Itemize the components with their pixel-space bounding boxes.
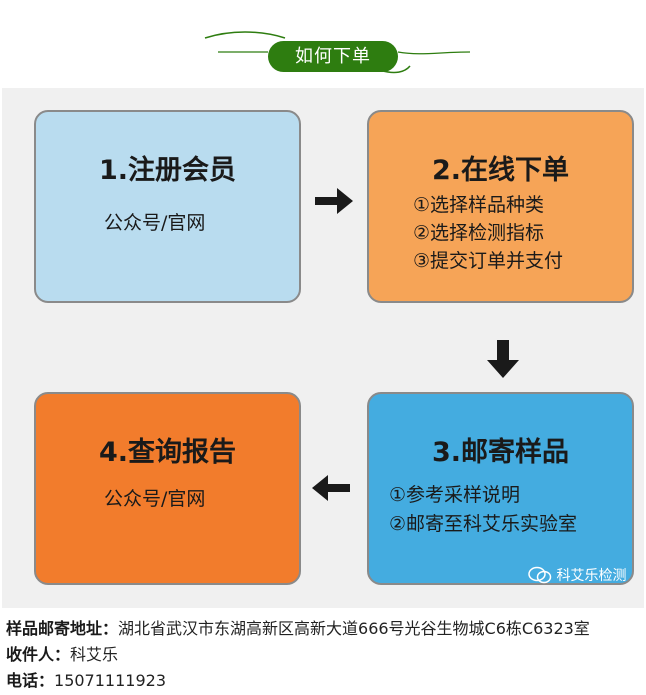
- page-title: 如何下单: [268, 41, 398, 72]
- phone-row: 电话：15071111923: [6, 668, 590, 694]
- watermark-text: 科艾乐检测: [556, 568, 627, 584]
- arrow-right-icon: [315, 188, 353, 214]
- address-row: 样品邮寄地址：湖北省武汉市东湖高新区高新大道666号光谷生物城C6栋C6323室: [6, 616, 590, 642]
- watermark: 科艾乐检测: [528, 565, 626, 587]
- step-3-box: 3.邮寄样品 ①参考采样说明 ②邮寄至科艾乐实验室: [367, 392, 634, 585]
- recipient-label: 收件人：: [6, 645, 71, 664]
- step-2-line-2: ②选择检测指标: [413, 222, 545, 244]
- arrow-left-icon: [312, 475, 350, 501]
- address-value: 湖北省武汉市东湖高新区高新大道666号光谷生物城C6栋C6323室: [118, 619, 590, 638]
- step-3-line-2: ②邮寄至科艾乐实验室: [389, 513, 578, 535]
- address-label: 样品邮寄地址：: [6, 619, 119, 638]
- phone-label: 电话：: [6, 671, 55, 690]
- recipient-value: 科艾乐: [70, 645, 119, 664]
- step-2-line-3: ③提交订单并支付: [413, 250, 564, 272]
- recipient-row: 收件人：科艾乐: [6, 642, 590, 668]
- step-2-title: 2.在线下单: [431, 155, 570, 186]
- step-2-line-1: ①选择样品种类: [413, 194, 545, 216]
- step-3-line-1: ①参考采样说明: [389, 484, 521, 506]
- step-3-title: 3.邮寄样品: [431, 437, 570, 468]
- step-1-line-1: 公众号/官网: [104, 212, 206, 234]
- footer: 样品邮寄地址：湖北省武汉市东湖高新区高新大道666号光谷生物城C6栋C6323室…: [6, 616, 590, 694]
- step-4-line-1: 公众号/官网: [104, 488, 206, 510]
- step-1-box: 1.注册会员 公众号/官网: [34, 110, 301, 303]
- wechat-icon: [528, 566, 552, 584]
- header: 如何下单: [0, 0, 646, 85]
- arrow-down-icon: [487, 340, 519, 378]
- phone-value: 15071111923: [54, 671, 166, 690]
- step-2-box: 2.在线下单 ①选择样品种类 ②选择检测指标 ③提交订单并支付: [367, 110, 634, 303]
- step-1-title: 1.注册会员: [98, 155, 237, 186]
- step-4-box: 4.查询报告 公众号/官网: [34, 392, 301, 585]
- step-4-title: 4.查询报告: [98, 437, 237, 468]
